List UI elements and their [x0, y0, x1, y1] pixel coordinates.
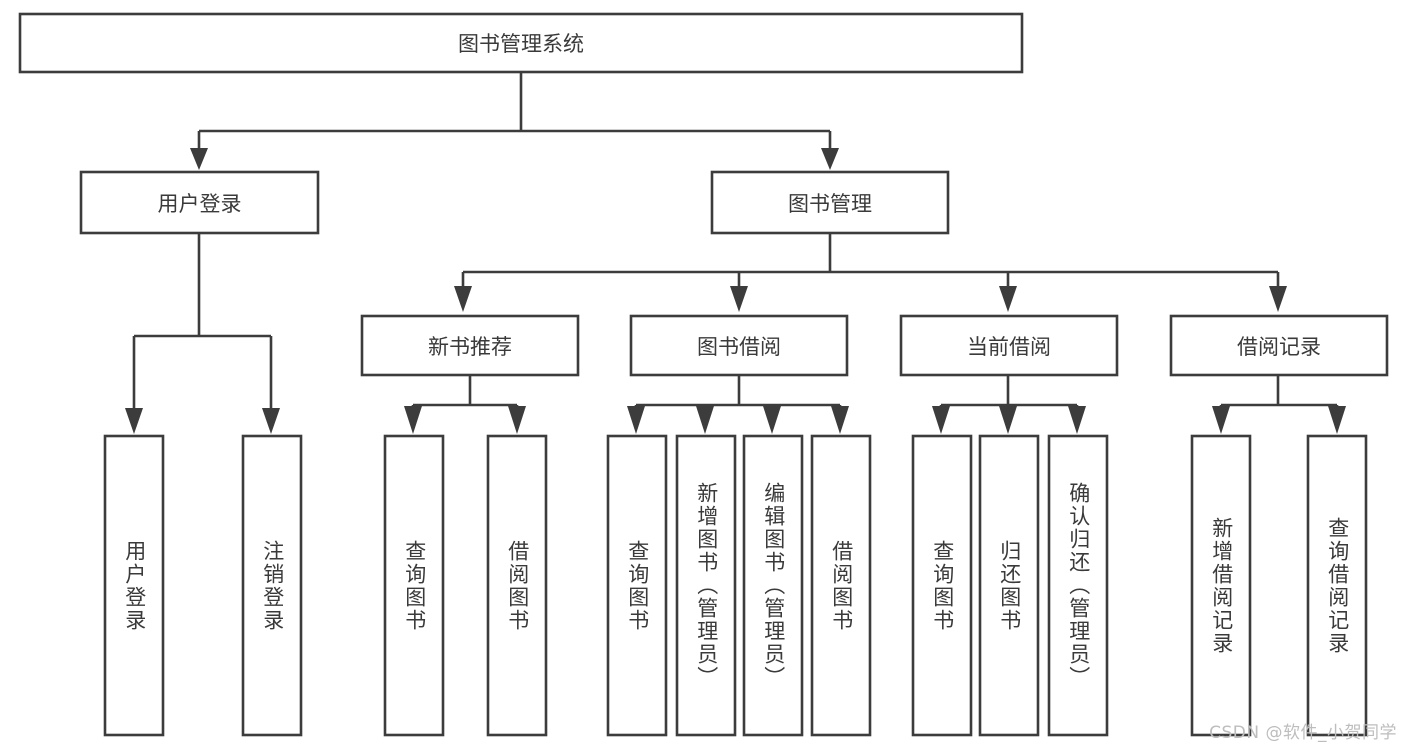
arrowhead-add-book — [696, 406, 714, 434]
arrowhead-confirm-return — [1068, 406, 1086, 434]
arrowhead-borrow-record — [1269, 286, 1287, 312]
arrowhead-borrow-book-b — [831, 406, 849, 434]
node-root-box[interactable] — [18, 12, 1024, 74]
node-leaf-edit-book-box[interactable] — [742, 434, 804, 737]
node-leaf-user-logout-box[interactable] — [241, 434, 303, 737]
node-leaf-user-login-box[interactable] — [103, 434, 165, 737]
arrowhead-current-borrow — [999, 286, 1017, 312]
arrowhead-edit-book — [763, 406, 781, 434]
node-user-login-box[interactable] — [79, 170, 320, 235]
arrowhead-borrow-book-a — [508, 406, 526, 434]
node-leaf-borrow-book-b-box[interactable] — [810, 434, 872, 737]
arrowhead-query-book-c — [932, 406, 950, 434]
node-layer — [18, 12, 1389, 737]
node-leaf-query-record-box[interactable] — [1306, 434, 1368, 737]
arrowhead-leaf-user-login — [125, 408, 143, 434]
node-leaf-query-book-c-box[interactable] — [911, 434, 973, 737]
arrowhead-query-book-b — [627, 406, 645, 434]
arrowhead-return-book — [999, 406, 1017, 434]
arrowhead-add-record — [1212, 406, 1230, 434]
connector-layer — [125, 72, 1346, 434]
arrowhead-book-borrow — [730, 286, 748, 312]
arrowhead-book-manage — [821, 148, 839, 170]
arrowhead-new-book-rec — [454, 286, 472, 312]
arrowhead-query-record — [1328, 406, 1346, 434]
node-leaf-add-record-box[interactable] — [1190, 434, 1252, 737]
node-borrow-record-box[interactable] — [1169, 314, 1389, 377]
node-leaf-query-book-b-box[interactable] — [606, 434, 668, 737]
node-new-book-rec-box[interactable] — [360, 314, 580, 377]
arrowhead-user-login — [190, 148, 208, 170]
node-book-borrow-box[interactable] — [629, 314, 849, 377]
arrowhead-query-book-a — [404, 406, 422, 434]
node-leaf-confirm-return-box[interactable] — [1047, 434, 1109, 737]
node-book-manage-box[interactable] — [710, 170, 950, 235]
node-leaf-add-book-box[interactable] — [675, 434, 737, 737]
node-leaf-borrow-book-a-box[interactable] — [486, 434, 548, 737]
node-leaf-return-book-box[interactable] — [978, 434, 1040, 737]
node-leaf-query-book-a-box[interactable] — [383, 434, 445, 737]
arrowhead-leaf-user-logout — [262, 408, 280, 434]
node-current-borrow-box[interactable] — [899, 314, 1119, 377]
csdn-watermark: CSDN @软件_小贺同学 — [1209, 723, 1397, 743]
